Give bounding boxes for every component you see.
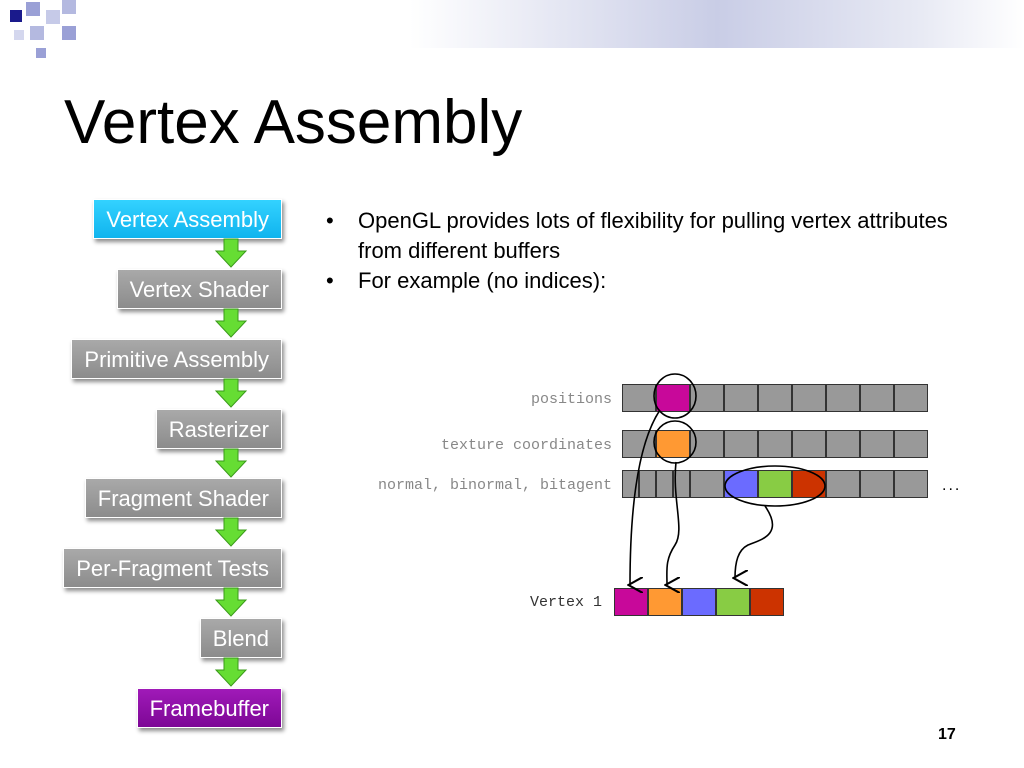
down-arrow-icon	[214, 308, 248, 338]
buffer-cell	[792, 430, 826, 458]
buffer-cell	[622, 384, 656, 412]
buffer-cell-texcoord	[656, 430, 690, 458]
position-selection-circle	[653, 373, 697, 419]
down-arrow-icon	[214, 238, 248, 268]
page-number: 17	[938, 726, 956, 743]
down-arrow-icon	[214, 448, 248, 478]
stage-blend: Blend	[199, 618, 282, 658]
header-square-decoration	[30, 26, 44, 40]
buffer-cell	[894, 430, 928, 458]
header-square-decoration	[10, 10, 22, 22]
texcoord-selection-circle	[653, 420, 697, 464]
texture-coordinates-label: texture coordinates	[440, 437, 612, 454]
down-arrow-icon	[214, 517, 248, 547]
buffer-cell	[622, 430, 656, 458]
vertex-cell-bitangent	[750, 588, 784, 616]
slide-title: Vertex Assembly	[64, 88, 523, 157]
bullet-item: OpenGL provides lots of flexibility for …	[322, 206, 952, 266]
header-square-decoration	[62, 0, 76, 14]
vertex-1-label: Vertex 1	[529, 594, 602, 611]
buffer-cell	[656, 470, 673, 498]
buffer-cell	[826, 430, 860, 458]
texcoord-arrow	[667, 461, 679, 585]
vertex-cell-normal	[682, 588, 716, 616]
down-arrow-icon	[214, 657, 248, 687]
stage-per-fragment-tests: Per-Fragment Tests	[63, 548, 282, 588]
buffer-cell-bitangent	[792, 470, 826, 498]
normals-arrow	[735, 505, 774, 578]
buffer-cell-binormal	[758, 470, 792, 498]
stage-vertex-shader: Vertex Shader	[116, 269, 282, 309]
buffer-cell	[826, 384, 860, 412]
stage-vertex-assembly: Vertex Assembly	[93, 199, 282, 239]
down-arrow-icon	[214, 378, 248, 408]
vertex-cell-binormal	[716, 588, 750, 616]
buffer-cell	[860, 384, 894, 412]
normals-label: normal, binormal, bitagent	[377, 477, 612, 494]
header-square-decoration	[46, 10, 60, 24]
buffer-cell	[860, 470, 894, 498]
stage-framebuffer: Framebuffer	[136, 688, 282, 728]
buffer-cell	[826, 470, 860, 498]
buffer-cell	[792, 384, 826, 412]
buffer-cell	[758, 430, 792, 458]
stage-fragment-shader: Fragment Shader	[84, 478, 282, 518]
position-arrow	[630, 409, 661, 585]
bullet-item: For example (no indices):	[322, 266, 952, 296]
stage-rasterizer: Rasterizer	[155, 409, 282, 449]
header-square-decoration	[26, 2, 40, 16]
stage-primitive-assembly: Primitive Assembly	[71, 339, 282, 379]
normals-selection-ellipse	[724, 465, 826, 507]
header-square-decoration	[14, 30, 24, 40]
buffer-cell-normal	[724, 470, 758, 498]
bullet-list: OpenGL provides lots of flexibility for …	[322, 206, 952, 296]
buffer-cell	[639, 470, 656, 498]
positions-label: positions	[530, 391, 612, 408]
buffer-cell	[894, 470, 928, 498]
header-square-decoration	[62, 26, 76, 40]
buffer-cell	[860, 430, 894, 458]
buffer-cell-position	[656, 384, 690, 412]
header-square-decoration	[36, 48, 46, 58]
buffer-cell	[673, 470, 690, 498]
buffer-cell	[894, 384, 928, 412]
buffer-cell	[724, 430, 758, 458]
buffer-cell	[690, 470, 724, 498]
down-arrow-icon	[214, 587, 248, 617]
buffer-cell	[724, 384, 758, 412]
header-gradient-bar	[0, 0, 1024, 48]
ellipsis-text: ...	[942, 477, 962, 494]
buffer-cell	[758, 384, 792, 412]
